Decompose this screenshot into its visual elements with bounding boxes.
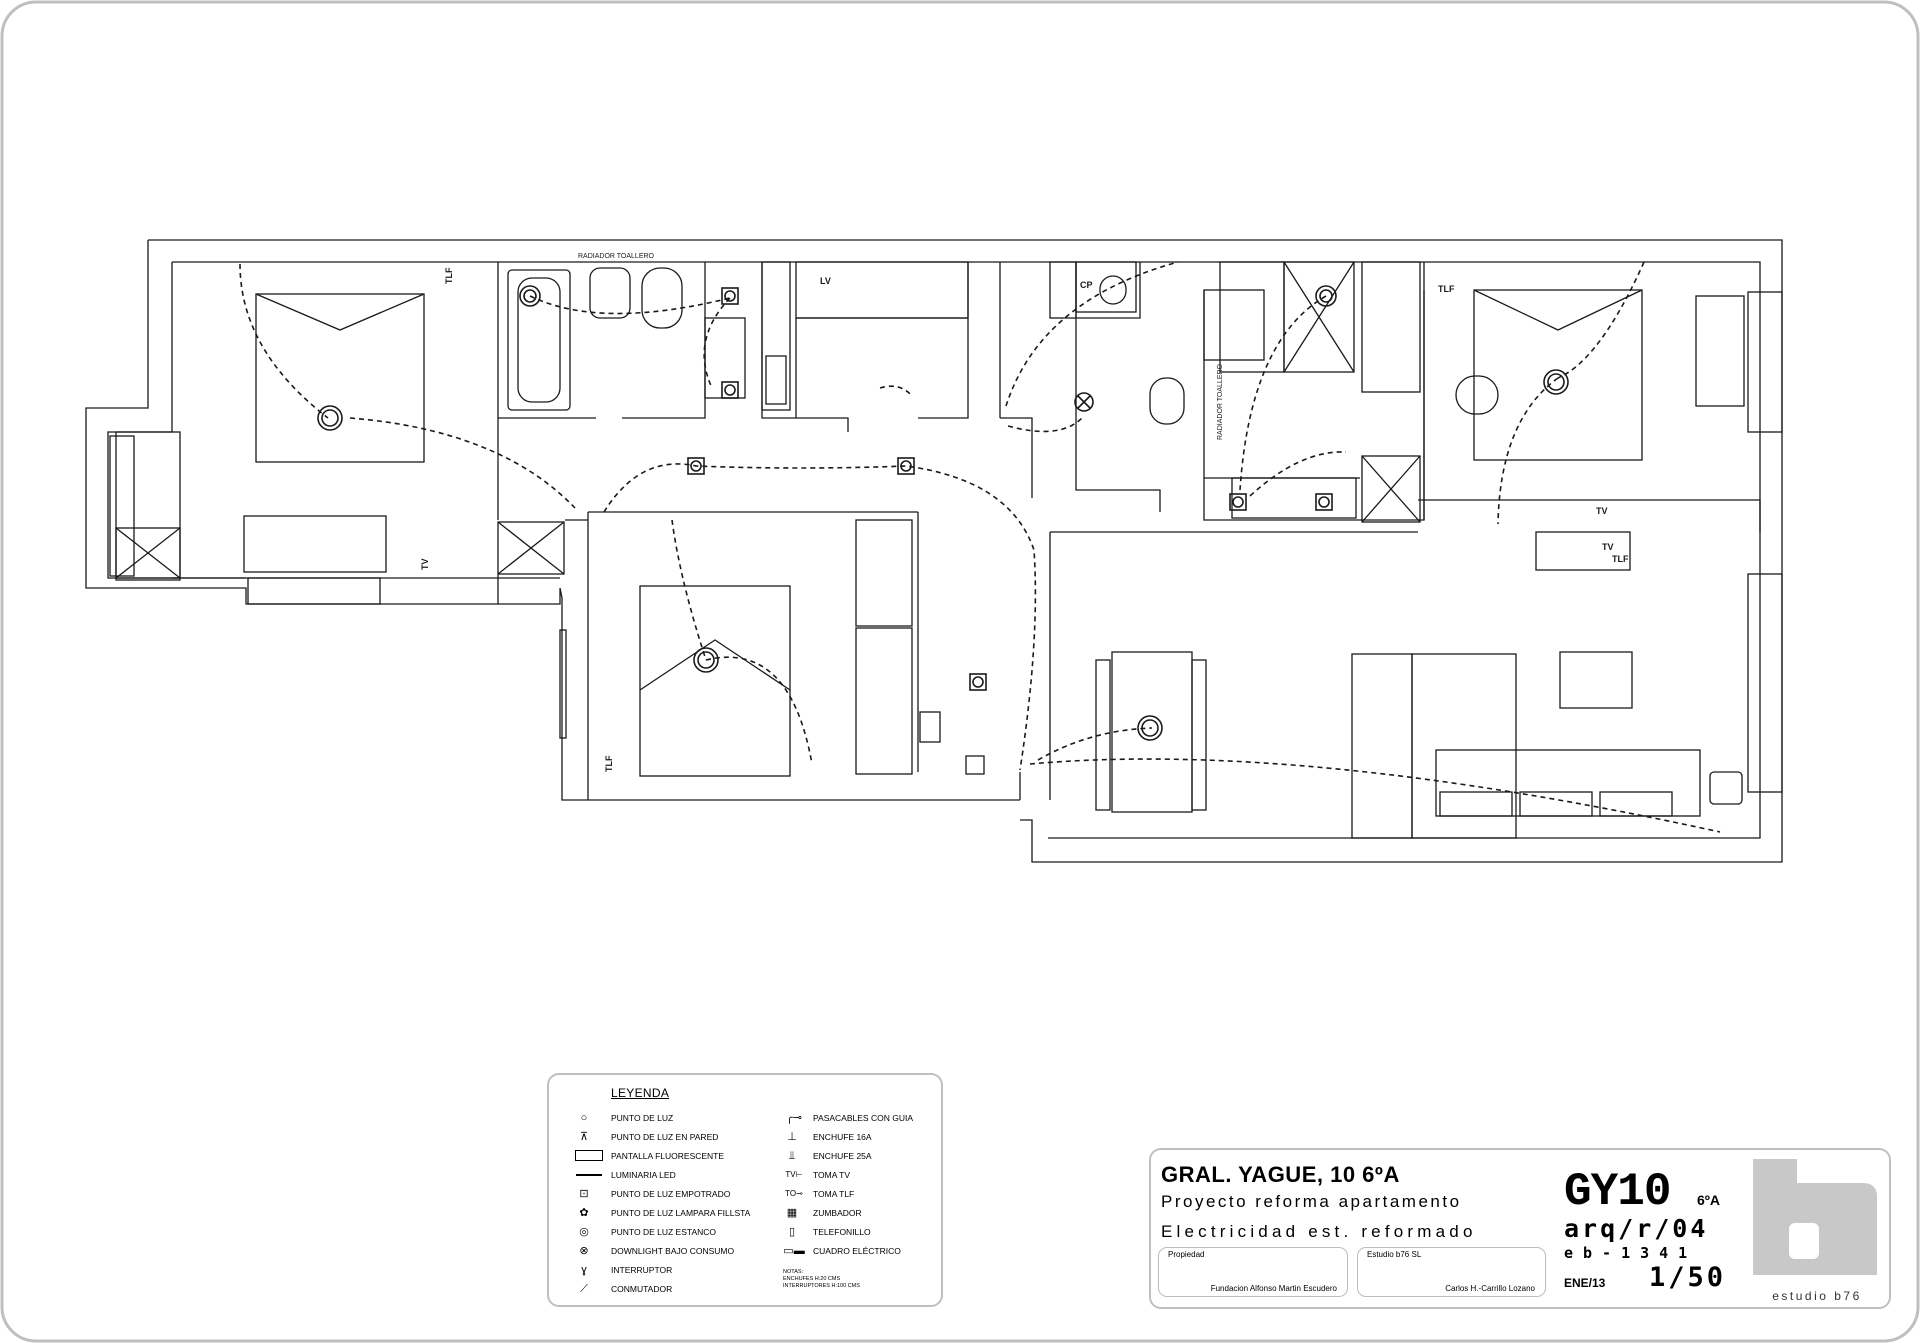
owner-box: Propiedad Fundacion Alfonso Martin Escud… [1158,1247,1348,1297]
drawing-scale: 1/50 [1649,1262,1727,1293]
office-box: Estudio b76 SL Carlos H.-Carrillo Lozano [1357,1247,1546,1297]
radiator-label-left: RADIADOR TOALLERO [578,253,655,260]
legend-item: LUMINARIA LED [611,1170,676,1180]
switch-icon: ɣ [581,1264,587,1276]
office-label: Estudio b76 SL [1367,1250,1422,1259]
drawing-reference: arq/r/04 [1564,1214,1709,1243]
tlf-label-3: TLF [1612,554,1629,564]
legend-item: TELEFONILLO [813,1227,871,1237]
lv-label: LV [820,276,831,286]
lamp-icon: ✿ [579,1207,589,1219]
legend-item: CONMUTADOR [611,1284,673,1294]
fixtures [317,285,1569,741]
legend-item: PUNTO DE LUZ EN PARED [611,1132,719,1142]
project-description: Proyecto reforma apartamento [1161,1192,1462,1211]
logo-caption: estudio b76 [1772,1289,1862,1303]
fluorescent-icon [575,1150,603,1162]
legend-item: ZUMBADOR [813,1208,862,1218]
led-icon [575,1169,603,1181]
legend-title: LEYENDA [611,1086,670,1100]
wall-light-icon: ⊼ [579,1131,589,1143]
legend-item: DOWNLIGHT BAJO CONSUMO [611,1246,735,1256]
intercom-icon: ▯ [788,1226,796,1238]
tlf-label-1: TLF [444,267,454,284]
two-way-switch-icon: ⟋ [580,1283,588,1295]
legend-item: PUNTO DE LUZ LAMPARA FILLSTA [611,1208,751,1218]
tv-label-1: TV [1596,506,1608,516]
legend-item: CUADRO ELÉCTRICO [813,1246,901,1256]
phone-outlet-icon: TO⊸ [785,1189,803,1198]
legend-item: PANTALLA FLUORESCENTE [611,1151,725,1161]
studio-logo: estudio b76 [1751,1153,1883,1303]
legend-item: PUNTO DE LUZ [611,1113,674,1123]
logo-mark-icon [1753,1159,1877,1275]
owner-label: Propiedad [1168,1250,1205,1259]
socket-16a-icon: ⊥ [787,1131,797,1143]
socket-25a-icon: ⫫ [788,1150,796,1162]
project-code: GY10 [1564,1166,1671,1218]
title-block: GRAL. YAGUE, 10 6ºA Proyecto reforma apa… [1149,1148,1891,1309]
legend-item: TOMA TV [813,1170,851,1180]
drawing-number: eb-1341 [1564,1244,1698,1262]
legend-item: INTERRUPTOR [611,1265,673,1275]
walls [85,239,1783,863]
project-code-suffix: 6ºA [1697,1192,1721,1208]
tlf-label-2: TLF [1438,284,1455,294]
cable-guide-icon: ╭⊸ [786,1112,802,1124]
legend-panel: LEYENDA ○ PUNTO DE LUZ ⊼ PUNTO DE LUZ EN… [547,1073,943,1307]
owner-value: Fundacion Alfonso Martin Escudero [1210,1284,1337,1293]
radiator-label-right: RADIADOR TOALLERO [1217,363,1224,440]
legend-item: ENCHUFE 25A [813,1151,872,1161]
tv-outlet-icon: TV⊢ [785,1170,803,1179]
wiring [239,261,1721,833]
recessed-light-icon: ⊡ [579,1188,589,1200]
downlight-icon: ⊗ [579,1245,589,1257]
legend-item: PUNTO DE LUZ EMPOTRADO [611,1189,731,1199]
office-value: Carlos H.-Carrillo Lozano [1445,1284,1535,1293]
legend-notes: NOTAS: ENCHUFES H:20 CMS INTERRUPTORES H… [783,1269,860,1289]
electrical-panel-icon: ▭▬ [783,1245,805,1257]
tlf-label-4: TLF [604,755,614,772]
tv-label-3: TV [420,558,430,570]
legend-item: ENCHUFE 16A [813,1132,872,1142]
buzzer-icon: ▦ [786,1207,798,1219]
drawing-title: Electricidad est. reformado [1161,1222,1477,1241]
drawing-date: ENE/13 [1564,1276,1606,1290]
sealed-light-icon: ◎ [579,1226,589,1238]
legend-item: PASACABLES CON GUIA [813,1113,913,1123]
legend-item: PUNTO DE LUZ ESTANCO [611,1227,717,1237]
project-address: GRAL. YAGUE, 10 6ºA [1161,1162,1400,1187]
tv-label-2: TV [1602,542,1614,552]
cp-label: CP [1080,280,1093,290]
circle-icon: ○ [580,1112,588,1124]
legend-item: TOMA TLF [813,1189,855,1199]
